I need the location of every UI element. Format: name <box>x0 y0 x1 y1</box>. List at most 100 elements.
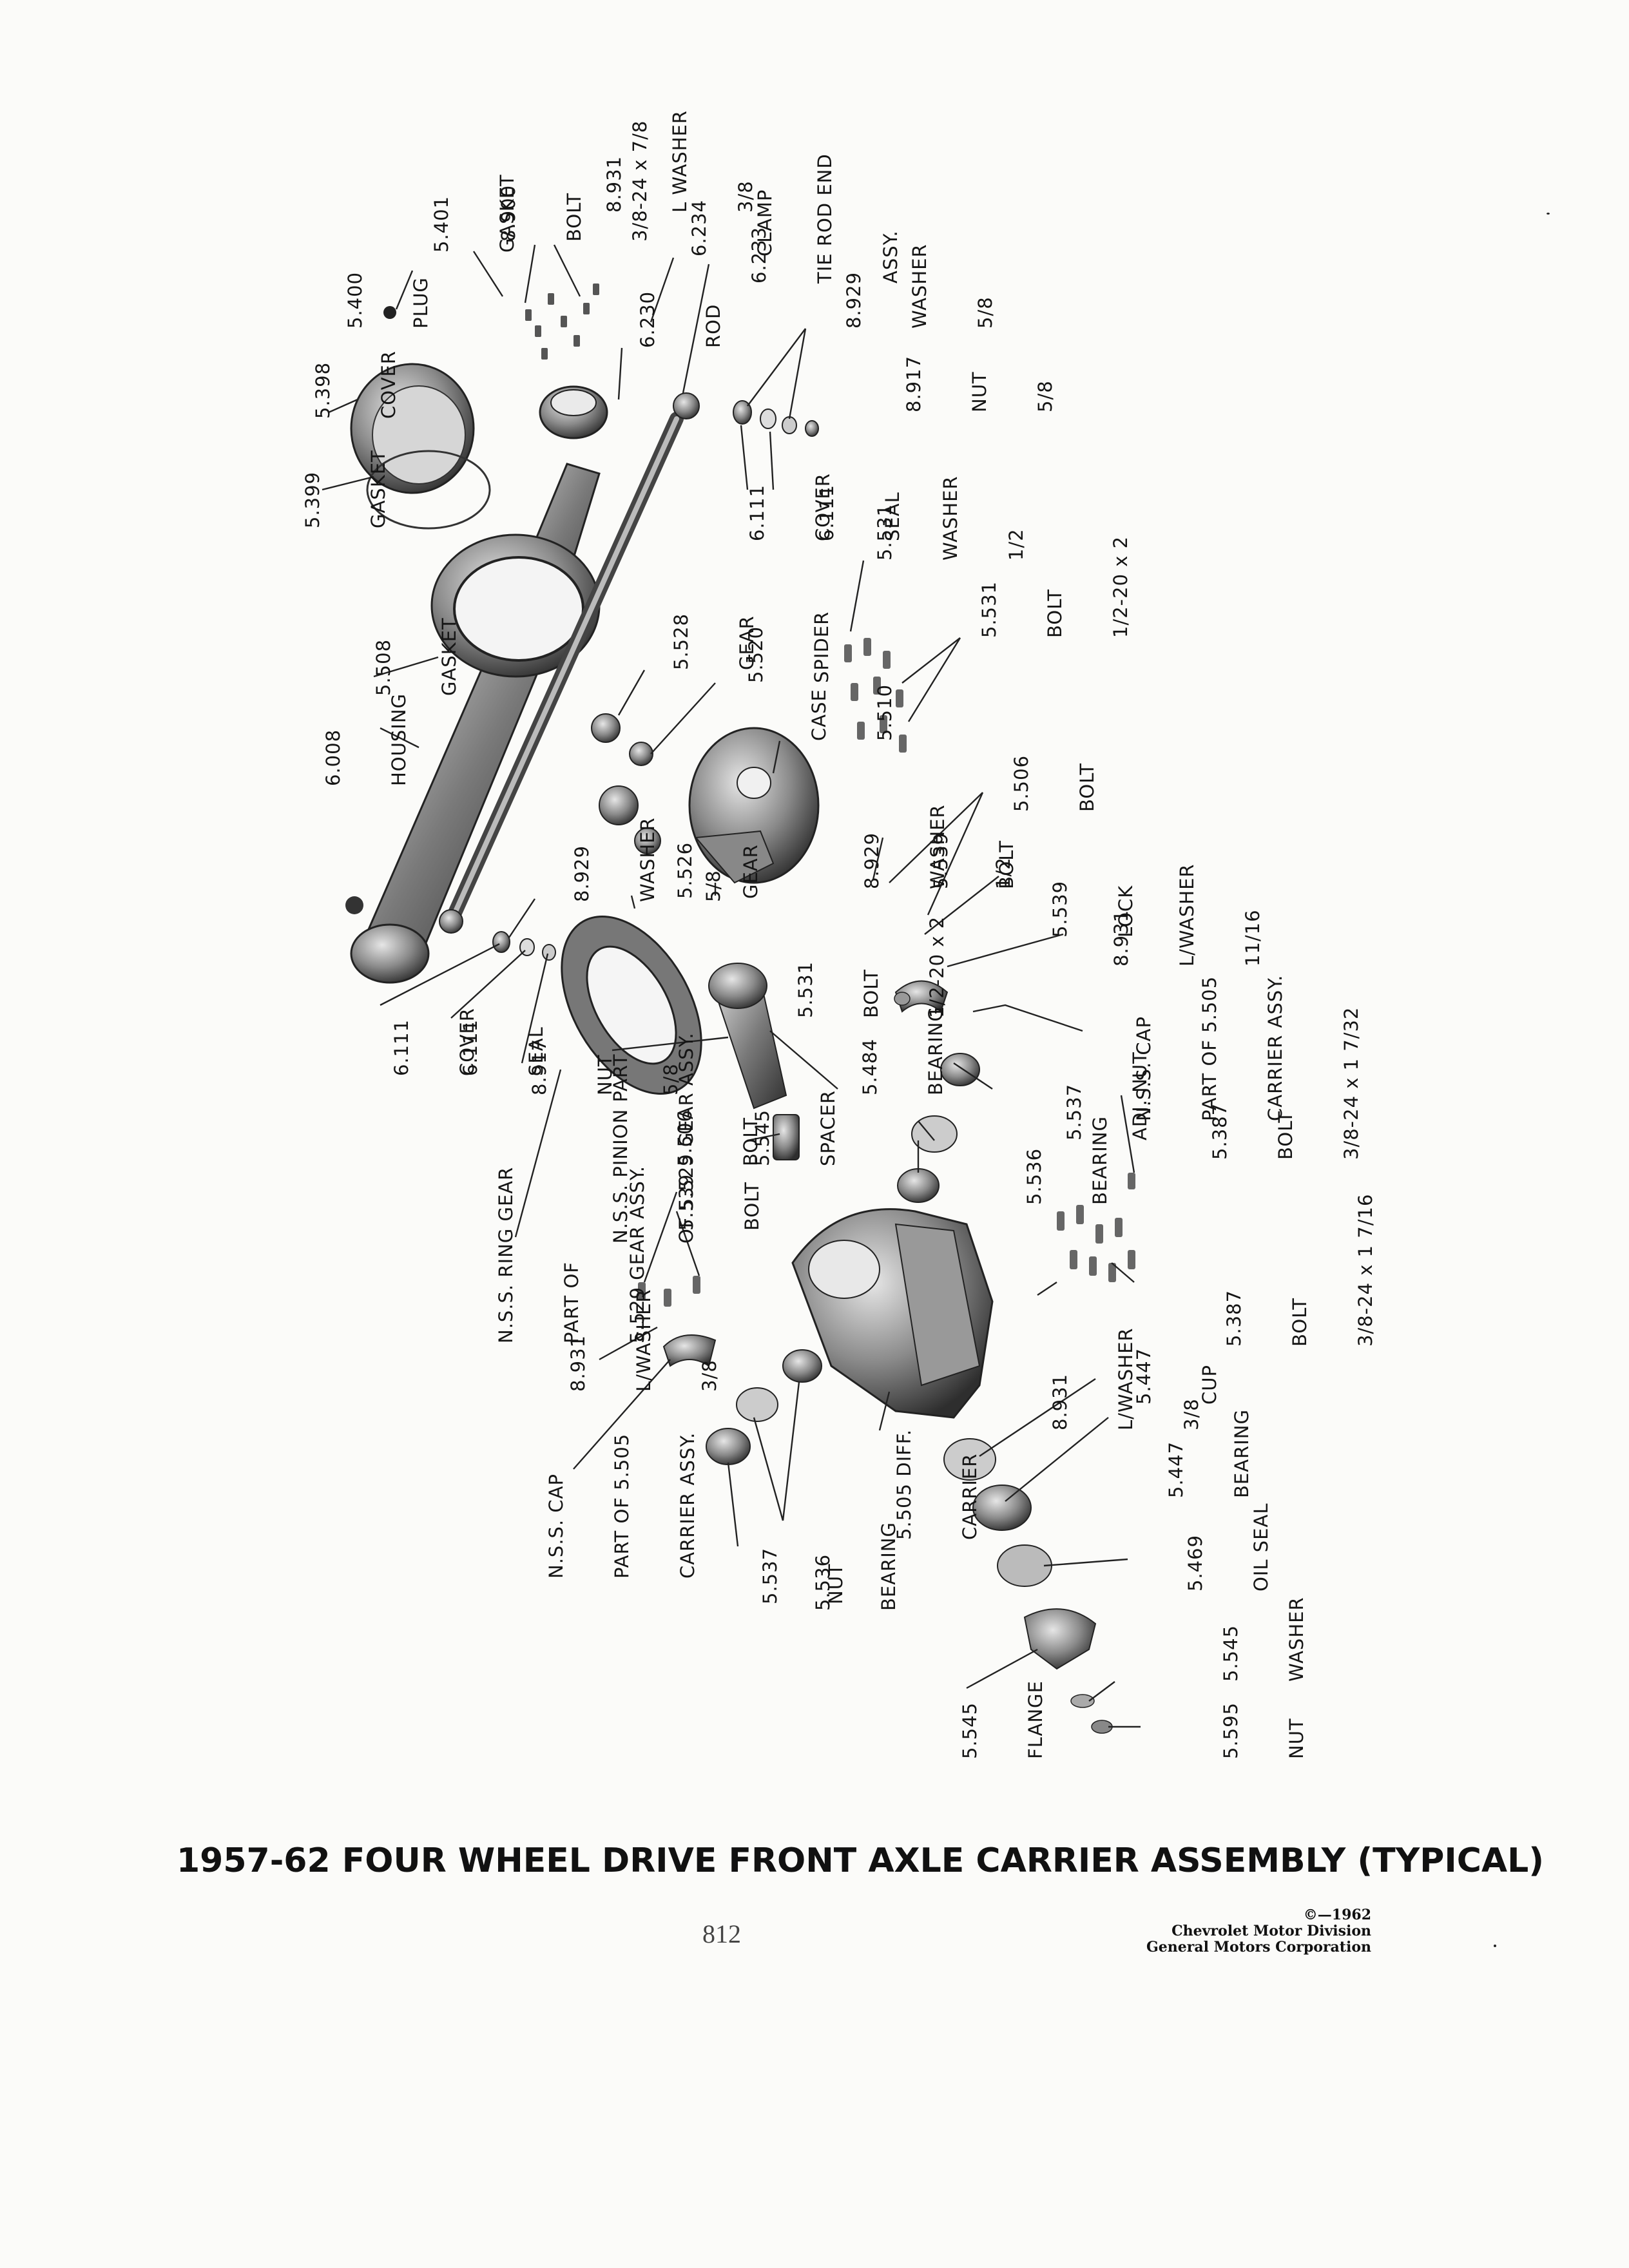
callout-line: BOLT <box>1289 1297 1311 1347</box>
callout-line: 5.545 <box>959 1702 981 1759</box>
callout-line: 5.508 <box>372 639 394 696</box>
callout-nut-5595: 5.595 NUT <box>1176 1702 1351 1759</box>
callout-bolt-5387-top: 5.387 BOLT 3/8-24 x 1 7/32 <box>1165 1007 1406 1160</box>
bolts-left-lower-group <box>638 1276 822 1465</box>
callout-nut-8917-top: 8.917 NUT 5/8 <box>859 356 1100 412</box>
callout-line: 5.520 <box>745 626 767 683</box>
figure-caption: 1957-62 FOUR WHEEL DRIVE FRONT AXLE CARR… <box>177 1841 1545 1880</box>
callout-line: BOLT <box>741 1181 763 1231</box>
callout-line: 6.111 <box>459 1019 481 1076</box>
callout-line: L/WASHER <box>633 1289 655 1392</box>
callout-line: BOLT <box>1044 588 1066 638</box>
diff-case-part <box>591 713 820 884</box>
callout-line: BOLT <box>860 968 882 1018</box>
housing-part <box>345 385 608 984</box>
publisher-credits: ©—1962 Chevrolet Motor Division General … <box>1115 1907 1371 1956</box>
callout-line: 6.111 <box>390 1019 412 1076</box>
callout-bolt-5531-mid: 5.531 BOLT 1/2-20 x 2 <box>751 916 992 1018</box>
callout-line: 1/2-20 x 2 <box>926 916 948 1018</box>
callout-lwasher-8931-low: 8.931 L/WASHER 3/8 <box>523 1289 764 1392</box>
callout-oilseal-5469: 5.469 OIL SEAL <box>1141 1503 1316 1591</box>
callout-bearing-5484: 5.484 BEARING <box>815 1006 990 1095</box>
callout-flange-5545: 5.545 FLANGE <box>915 1680 1090 1759</box>
callout-line: BEARING <box>878 1522 900 1611</box>
callout-line: 3/8-24 x 1 7/16 <box>1354 1193 1376 1347</box>
callout-line: 8.931 <box>1110 909 1132 966</box>
callout-line: 8.931 <box>567 1334 589 1392</box>
callout-line: 5.545 <box>751 1109 773 1166</box>
callout-line: 5.401 <box>430 195 452 253</box>
callout-line: 8.929 <box>571 845 593 902</box>
callout-line: 5/8 <box>1034 380 1056 412</box>
scan-speck <box>1547 213 1550 215</box>
callout-line: BEARING <box>925 1006 947 1095</box>
callout-spider-5520: 5.520 SPIDER <box>701 611 876 683</box>
copyright-line: ©—1962 <box>1303 1907 1371 1923</box>
callout-line: 11/16 <box>1242 909 1264 966</box>
seal-washer-top-group <box>733 400 819 437</box>
callout-line: 5/8 <box>974 296 996 329</box>
callout-gear-5526: 5.526 GEAR <box>630 842 805 899</box>
callout-line: 5.531 <box>978 581 1000 638</box>
callout-line: 5.484 <box>859 1038 881 1095</box>
callout-line: FLANGE <box>1025 1680 1046 1759</box>
callout-line: 5.539 <box>675 1173 697 1231</box>
callout-line: N.S.S. RING GEAR <box>495 1166 517 1343</box>
callout-line: 5.399 <box>302 471 323 528</box>
callout-line: 5.447 <box>1165 1441 1187 1498</box>
callout-line: 3/8 <box>699 1360 720 1392</box>
callout-bolt-5506-top: 5.506 BOLT <box>967 755 1142 812</box>
callout-line: BOLT <box>1076 762 1098 812</box>
callout-line: 5.526 <box>674 841 696 899</box>
bolts-top-group <box>525 284 599 360</box>
callout-line: 5.536 <box>812 1553 834 1611</box>
callout-gasket-5508: 5.508 GASKET <box>329 617 504 696</box>
callout-line: 5.469 <box>1184 1534 1206 1591</box>
callout-line: WASHER <box>1286 1597 1307 1682</box>
callout-line: PART OF 5.505 <box>611 1433 633 1579</box>
callout-line: 6.008 <box>322 729 344 786</box>
callout-line: BEARING <box>1231 1409 1253 1498</box>
corporation-line: General Motors Corporation <box>1146 1939 1371 1956</box>
callout-line: 8.929 <box>843 271 865 329</box>
callout-line: 5.531 <box>874 503 896 561</box>
callout-line: 5.387 <box>1209 1102 1231 1160</box>
callout-line: 8.900 <box>497 184 519 242</box>
callout-line: CARRIER ASSY. <box>677 1432 699 1579</box>
callout-line: 5.539 <box>930 832 952 889</box>
callout-line: BEARING <box>1089 1116 1111 1205</box>
callout-bearing-5536-low: 5.536 BEARING <box>768 1522 943 1611</box>
callout-line: CASE <box>808 689 830 741</box>
callout-line: 8.931 <box>1049 1373 1071 1430</box>
division-line: Chevrolet Motor Division <box>1171 1923 1371 1939</box>
pinion-side-group <box>943 1438 1113 1734</box>
callout-line: 5.531 <box>795 961 816 1018</box>
callout-line: L/WASHER <box>1176 863 1198 966</box>
callout-rod-6230: 6.230 ROD <box>593 291 768 348</box>
callout-plug-5400: 5.400 PLUG <box>300 272 476 329</box>
callout-washer-8929-top: 8.929 WASHER 5/8 <box>799 244 1040 329</box>
callout-bolt-5531-top: 5.531 BOLT 1/2-20 x 2 <box>934 536 1175 638</box>
callout-line: N.S.S. CAP <box>1133 1016 1155 1121</box>
callout-line: 5.387 <box>1223 1289 1245 1347</box>
callout-line: 5.536 <box>1023 1148 1045 1205</box>
callout-line: 5.506 <box>1010 754 1032 812</box>
callout-line: 5.400 <box>344 271 366 329</box>
callout-line: N.S.S. CAP <box>545 1474 567 1579</box>
callout-line: BOLT <box>1275 1110 1296 1160</box>
callout-line: CARRIER <box>959 1453 981 1540</box>
callout-line: 5.506 <box>674 1109 696 1166</box>
callout-line: GASKET <box>367 450 389 528</box>
bolts-lower-group <box>1057 1173 1135 1282</box>
callout-spacer-5545: 5.545 SPACER <box>708 1090 883 1166</box>
callout-line: 5.398 <box>312 361 334 419</box>
callout-housing-6008: 6.008 HOUSING <box>278 693 454 786</box>
callout-line: 5.545 <box>1220 1624 1242 1682</box>
callout-line: ROD <box>702 303 724 348</box>
callout-bolt-5539-mid: 5.539 BOLT <box>631 1174 807 1231</box>
callout-line: 8.917 <box>903 355 925 412</box>
callout-line: 6.230 <box>637 291 659 348</box>
